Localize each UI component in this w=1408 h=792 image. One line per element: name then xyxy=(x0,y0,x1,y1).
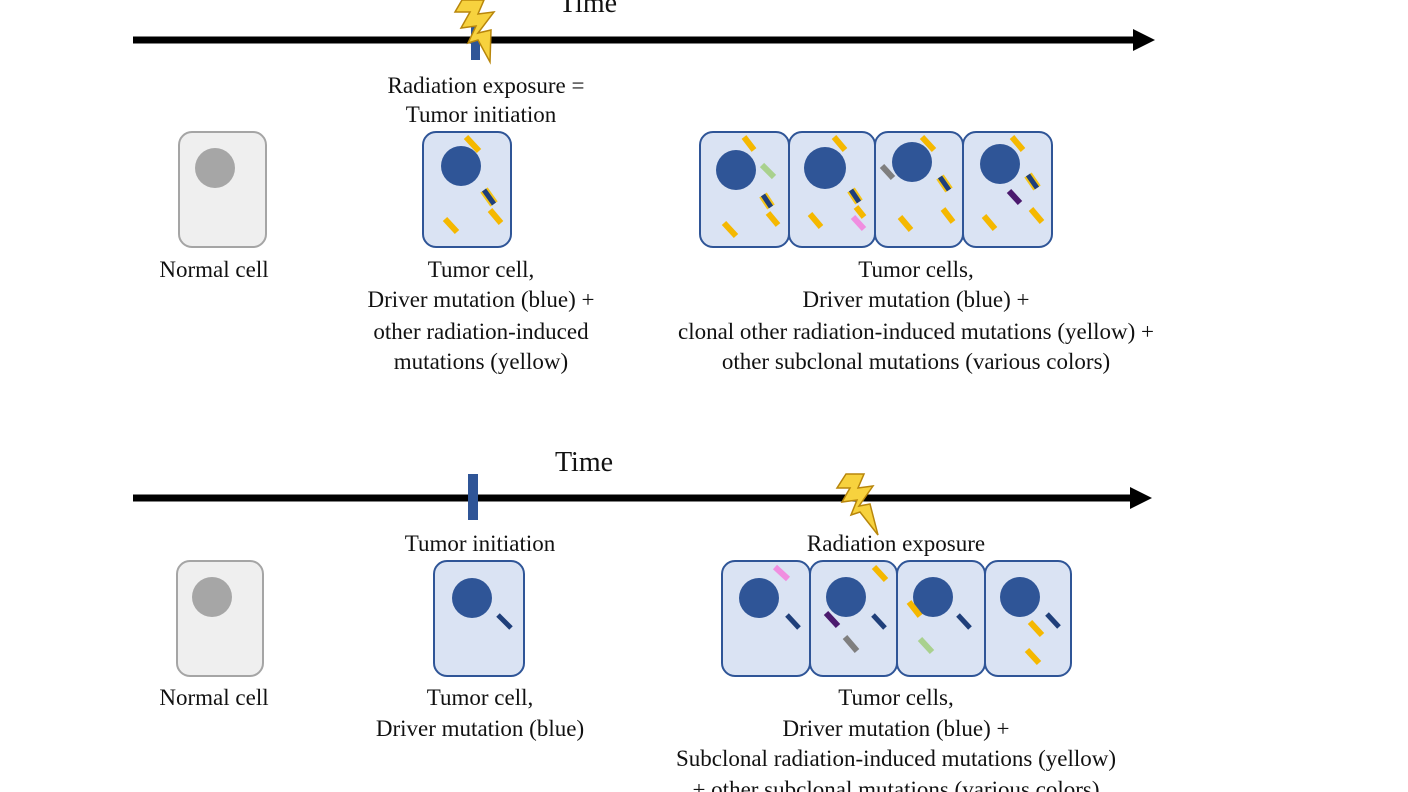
normal-cell xyxy=(176,560,264,677)
lightning-icon xyxy=(835,473,879,536)
label-line: Subclonal radiation-induced mutations (y… xyxy=(676,746,1116,771)
initiation-tick xyxy=(468,474,478,520)
tumor-cell xyxy=(422,131,512,248)
initiation-label: Tumor initiation xyxy=(405,531,556,556)
normal-cell-label: Normal cell xyxy=(159,257,268,282)
label-line: clonal other radiation-induced mutations… xyxy=(678,319,1154,344)
tumor-cell xyxy=(433,560,525,677)
lightning-icon xyxy=(453,0,496,65)
normal-cell-label: Normal cell xyxy=(159,685,268,710)
label-line: Driver mutation (blue) + xyxy=(803,287,1030,312)
tumor-cells-label: Tumor cells, Driver mutation (blue) + cl… xyxy=(678,257,1154,374)
tumor-cell-cluster xyxy=(721,560,1072,677)
tumor-cell-label: Tumor cell, Driver mutation (blue) + oth… xyxy=(368,257,595,374)
label-line: Driver mutation (blue) + xyxy=(783,716,1010,741)
label-line: Tumor cell, xyxy=(428,257,535,282)
tumor-cells-label: Tumor cells, Driver mutation (blue) + Su… xyxy=(676,685,1116,792)
label-line: Driver mutation (blue) xyxy=(376,716,584,741)
tumor-cell-label: Tumor cell, Driver mutation (blue) xyxy=(376,685,584,741)
normal-cell xyxy=(178,131,267,248)
bottom-panel: Time Tumor initiation Radiation exposure… xyxy=(133,447,1152,792)
event-label: Tumor initiation xyxy=(406,102,557,127)
timeline-arrow xyxy=(133,487,1152,509)
label-line: other radiation-induced xyxy=(373,319,589,344)
label-line: Tumor cells, xyxy=(858,257,973,282)
label-line: Driver mutation (blue) + xyxy=(368,287,595,312)
radiation-label: Radiation exposure xyxy=(807,531,985,556)
label-line: Tumor cell, xyxy=(427,685,534,710)
label-line: + other subclonal mutations (various col… xyxy=(692,777,1099,792)
time-label: Time xyxy=(559,0,617,19)
top-panel: Time Radiation exposure = Tumor initiati… xyxy=(133,0,1155,374)
timeline-arrow xyxy=(133,29,1155,51)
time-label: Time xyxy=(555,447,613,478)
tumor-cell-cluster xyxy=(699,131,1053,248)
label-line: other subclonal mutations (various color… xyxy=(722,349,1110,374)
label-line: Tumor cells, xyxy=(838,685,953,710)
event-label: Radiation exposure = xyxy=(388,73,585,98)
label-line: mutations (yellow) xyxy=(394,349,568,374)
